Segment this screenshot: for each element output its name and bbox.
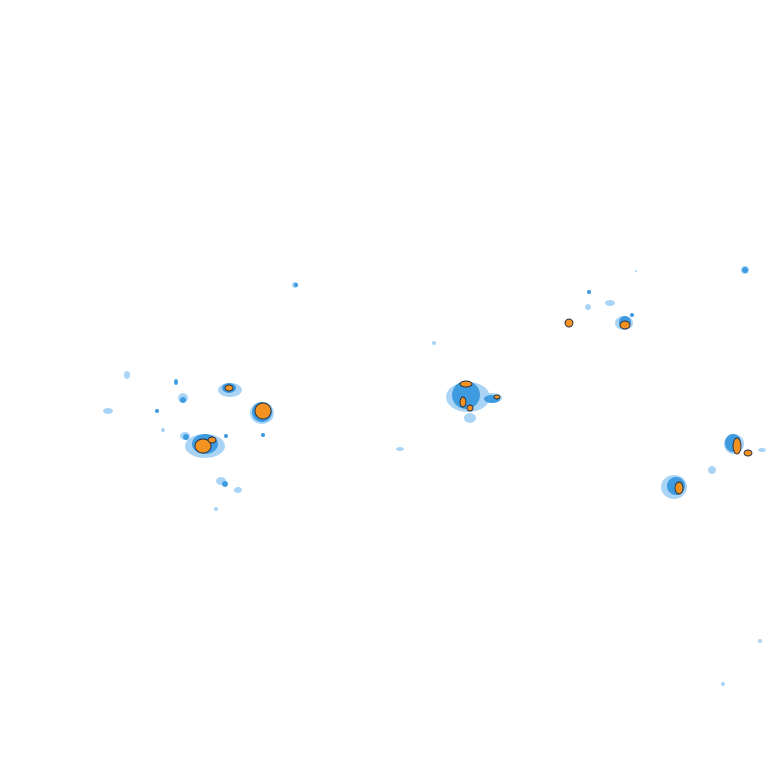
- medium-cell: [261, 433, 265, 437]
- light-cell: [464, 413, 476, 423]
- light-cell: [585, 304, 591, 310]
- light-cell: [432, 341, 436, 345]
- heavy-cell: [459, 380, 473, 388]
- light-cell: [758, 639, 762, 643]
- light-cell: [605, 300, 615, 306]
- heavy-cell: [459, 396, 467, 408]
- medium-cell: [183, 434, 189, 440]
- heavy-cell: [619, 320, 631, 330]
- light-cell: [124, 371, 130, 379]
- light-cell: [721, 682, 725, 686]
- light-cell: [214, 507, 218, 511]
- light-cell: [396, 447, 404, 451]
- light-cell: [234, 487, 242, 493]
- light-cell: [103, 408, 113, 414]
- heavy-cell: [564, 318, 574, 328]
- heavy-cell: [207, 436, 217, 444]
- medium-cell: [452, 381, 480, 409]
- light-precipitation-layer: [103, 266, 766, 686]
- medium-cell: [630, 313, 634, 317]
- medium-cell: [224, 434, 228, 438]
- heavy-cell: [254, 402, 272, 420]
- light-cell: [758, 448, 766, 452]
- medium-cell: [587, 290, 591, 294]
- medium-precipitation-layer: [155, 267, 748, 495]
- medium-cell: [180, 397, 186, 403]
- medium-cell: [174, 379, 178, 385]
- heavy-cell: [743, 449, 753, 457]
- medium-cell: [222, 481, 228, 487]
- heavy-cell: [466, 404, 474, 412]
- light-cell: [708, 466, 716, 474]
- medium-cell: [294, 283, 298, 287]
- light-cell: [635, 270, 637, 272]
- heavy-cell: [194, 438, 212, 454]
- heavy-cell: [732, 437, 742, 455]
- medium-cell: [155, 409, 159, 413]
- light-cell: [161, 428, 165, 432]
- heavy-cell: [224, 384, 234, 392]
- heavy-precipitation-layer: [194, 318, 753, 495]
- medium-cell: [742, 267, 748, 273]
- heavy-cell: [674, 481, 684, 495]
- heavy-cell: [493, 394, 501, 400]
